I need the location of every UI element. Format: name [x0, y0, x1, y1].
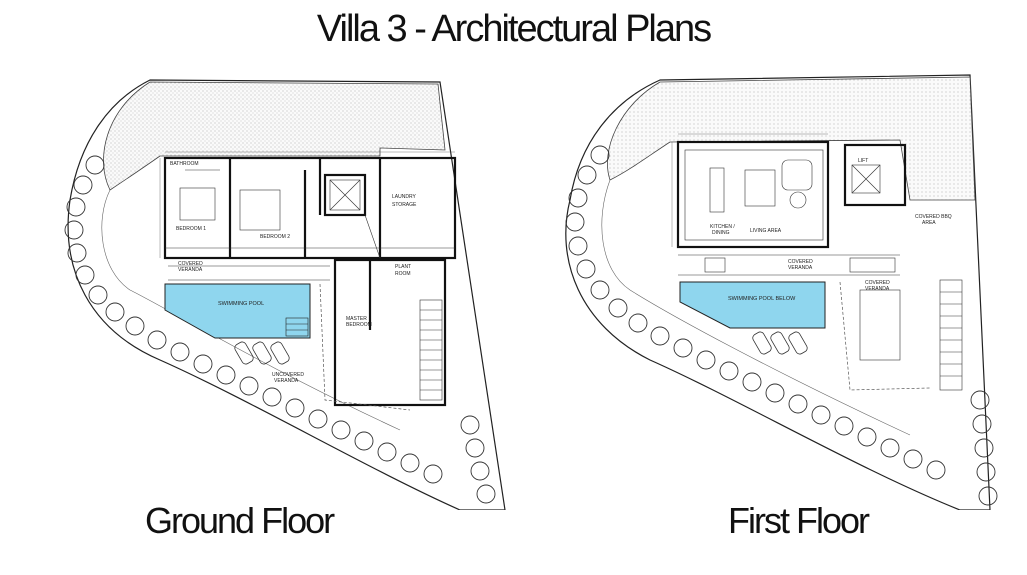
room-label-plant-room: ROOM: [395, 271, 411, 277]
room-label-covered: COVERED: [178, 261, 203, 267]
sun-loungers: [234, 341, 290, 365]
room-label-pool-below: SWIMMING POOL BELOW: [728, 296, 796, 302]
stairs: [939, 279, 963, 391]
room-label-kitchen: KITCHEN /: [710, 224, 735, 230]
building-walls: [676, 140, 907, 249]
room-label-master-bedroom: BEDROOM: [346, 322, 372, 328]
room-label-veranda: VERANDA: [788, 265, 813, 271]
room-label-swimming-pool: SWIMMING POOL: [218, 301, 264, 307]
room-label-bbq-area: AREA: [922, 220, 936, 226]
garden-area: [103, 81, 446, 191]
room-label-bedroom1: BEDROOM 1: [176, 226, 206, 232]
sun-loungers: [752, 331, 808, 355]
first-floor-caption: First Floor: [728, 500, 870, 541]
stairs: [419, 299, 443, 401]
ground-floor-plan: BATHROOM BEDROOM 1 BEDROOM 2 LAUNDRY STO…: [50, 70, 510, 510]
room-label-covered-2: COVERED: [865, 280, 890, 286]
room-label-covered: COVERED: [788, 259, 813, 265]
room-label-lift: LIFT: [858, 158, 868, 164]
room-label-uncovered: UNCOVERED: [272, 372, 304, 378]
room-label-living: LIVING AREA: [750, 228, 782, 234]
page-title: Villa 3 - Architectural Plans: [316, 8, 712, 50]
swimming-pool: [164, 283, 311, 339]
room-label-laundry: LAUNDRY: [392, 194, 416, 200]
room-label-master: MASTER: [346, 316, 367, 322]
room-label-storage: STORAGE: [392, 202, 417, 208]
tree-row: [64, 155, 496, 504]
room-label-covered-bbq: COVERED BBQ: [915, 214, 952, 220]
swimming-pool-below: [679, 281, 826, 329]
tree-row: [565, 145, 998, 506]
ground-floor-caption: Ground Floor: [145, 500, 335, 541]
site-boundary: [565, 74, 991, 510]
room-label-bathroom: BATHROOM: [170, 161, 199, 167]
site-boundary: [67, 79, 506, 510]
room-label-plant: PLANT: [395, 264, 411, 270]
room-label-uncovered-veranda: VERANDA: [274, 378, 299, 384]
room-label-veranda-2: VERANDA: [865, 286, 890, 292]
building-walls: [163, 156, 457, 407]
room-label-veranda: VERANDA: [178, 267, 203, 273]
room-label-dining: DINING: [712, 230, 730, 236]
garden-area: [607, 76, 976, 201]
first-floor-plan: KITCHEN / DINING LIVING AREA LIFT COVERE…: [560, 70, 1020, 510]
room-label-bedroom2: BEDROOM 2: [260, 234, 290, 240]
